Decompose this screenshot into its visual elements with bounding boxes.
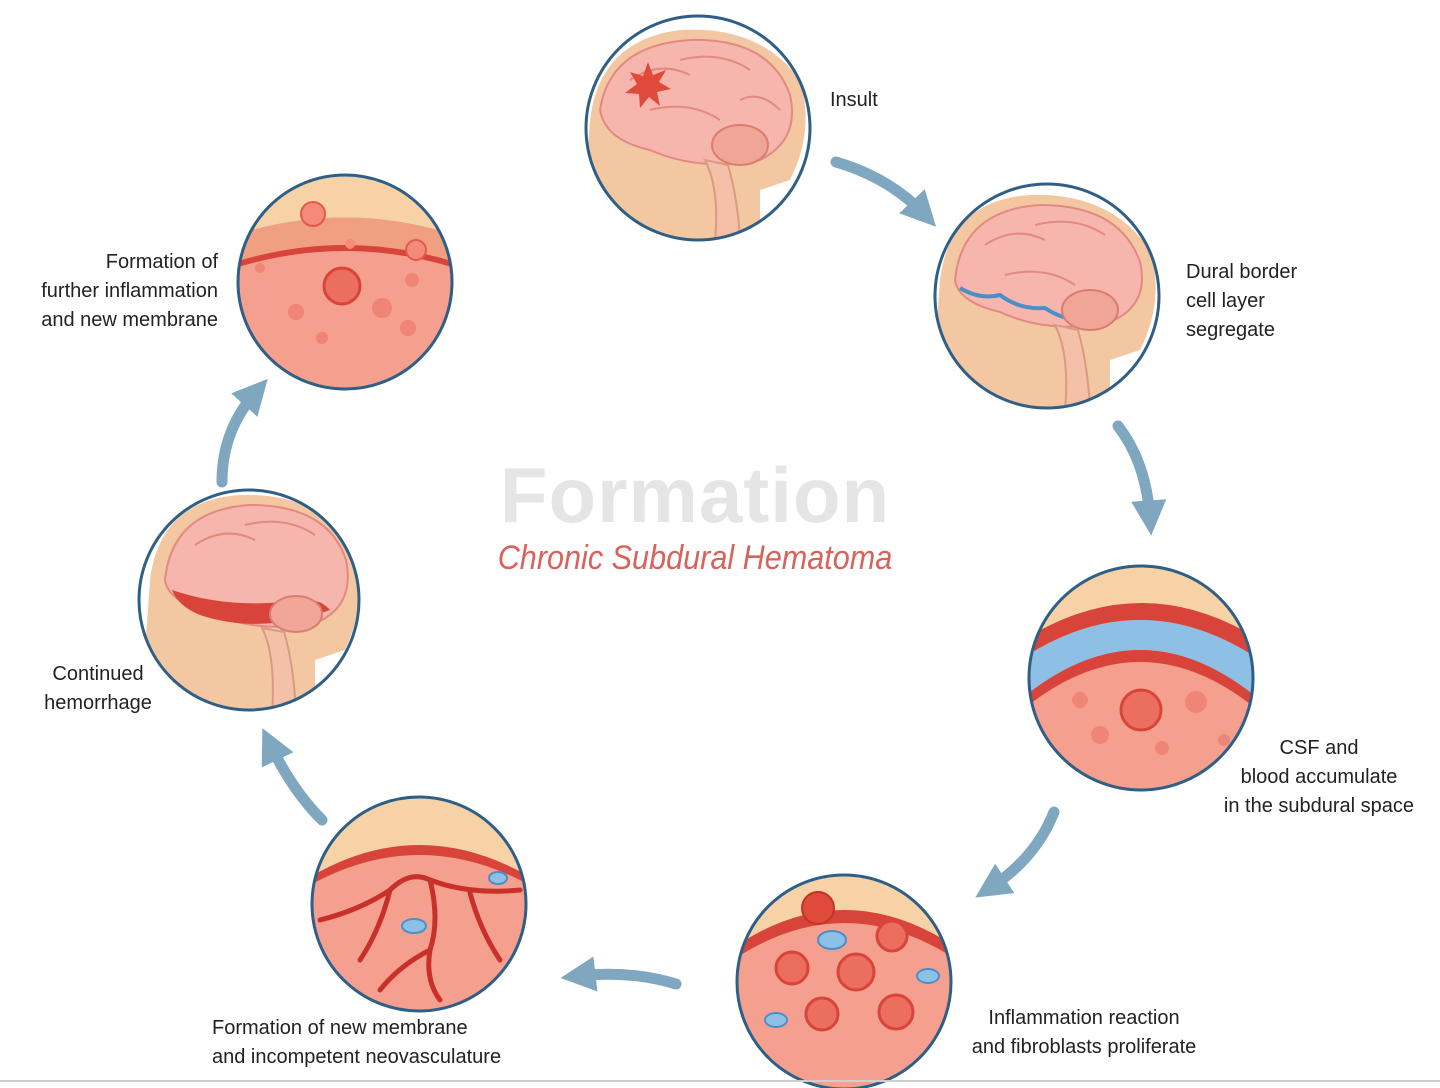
neovasculature-icon xyxy=(310,795,528,1013)
step-label-insult: Insult xyxy=(830,89,878,111)
bottom-divider xyxy=(0,1080,1440,1082)
arrow-insult-to-dural xyxy=(830,156,937,227)
arrow-csf-to-inflammation xyxy=(975,806,1060,898)
step-label-inflammation: Inflammation reaction and fibroblasts pr… xyxy=(971,1007,1197,1058)
arrow-neovasculature-to-hemorrhage xyxy=(261,728,328,826)
step-label-dural-border: Dural border cell layer segregate xyxy=(1186,261,1298,341)
brain-insult-icon xyxy=(584,14,812,242)
step-label-csf-blood: CSF and blood accumulate in the subdural… xyxy=(1223,737,1415,817)
subdural-fluid-icon xyxy=(1027,564,1255,792)
brain-dural-layer-icon xyxy=(933,182,1161,410)
new-membrane-icon xyxy=(236,173,454,391)
step-label-hemorrhage: Continued hemorrhage xyxy=(44,663,152,714)
inflammation-cells-icon xyxy=(735,873,953,1088)
diagram-subtitle: Chronic Subdural Hematoma xyxy=(497,539,893,577)
arrow-hemorrhage-to-membrane xyxy=(216,378,268,488)
arrow-dural-to-csf xyxy=(1112,420,1167,536)
arrow-inflammation-to-neovasculature xyxy=(560,956,682,992)
step-label-further-inflammation: Formation of further inflammation and ne… xyxy=(41,251,218,331)
diagram-title: Formation xyxy=(499,451,891,539)
step-label-neovasculature: Formation of new membrane and incompeten… xyxy=(212,1017,502,1068)
brain-hemorrhage-icon xyxy=(137,488,361,712)
